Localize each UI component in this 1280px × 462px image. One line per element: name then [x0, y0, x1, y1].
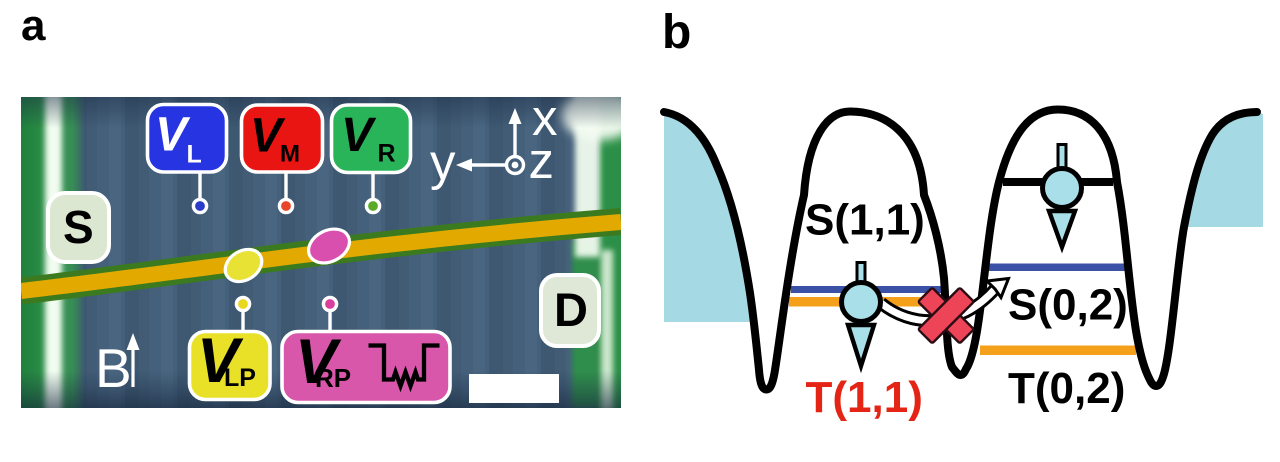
svg-text:S: S — [63, 201, 94, 253]
svg-text:D: D — [554, 283, 588, 336]
svg-text:b: b — [662, 6, 691, 59]
svg-text:L: L — [187, 141, 202, 169]
svg-text:M: M — [280, 141, 300, 168]
svg-text:T(1,1): T(1,1) — [806, 373, 923, 422]
svg-text:x: x — [532, 89, 558, 146]
svg-text:V: V — [341, 109, 377, 162]
svg-text:LP: LP — [224, 364, 256, 392]
svg-text:RP: RP — [315, 363, 351, 393]
svg-text:S(0,2): S(0,2) — [1008, 281, 1128, 330]
svg-text:a: a — [21, 1, 46, 50]
svg-text:R: R — [378, 140, 396, 168]
svg-text:V: V — [295, 327, 342, 397]
svg-text:V: V — [250, 110, 286, 163]
svg-text:y: y — [430, 134, 456, 191]
svg-text:z: z — [529, 132, 555, 189]
svg-text:B: B — [95, 337, 132, 399]
svg-text:S(1,1): S(1,1) — [805, 196, 925, 245]
svg-text:T(0,2): T(0,2) — [1008, 364, 1125, 413]
svg-text:V: V — [155, 109, 191, 162]
svg-text:V: V — [197, 326, 244, 396]
